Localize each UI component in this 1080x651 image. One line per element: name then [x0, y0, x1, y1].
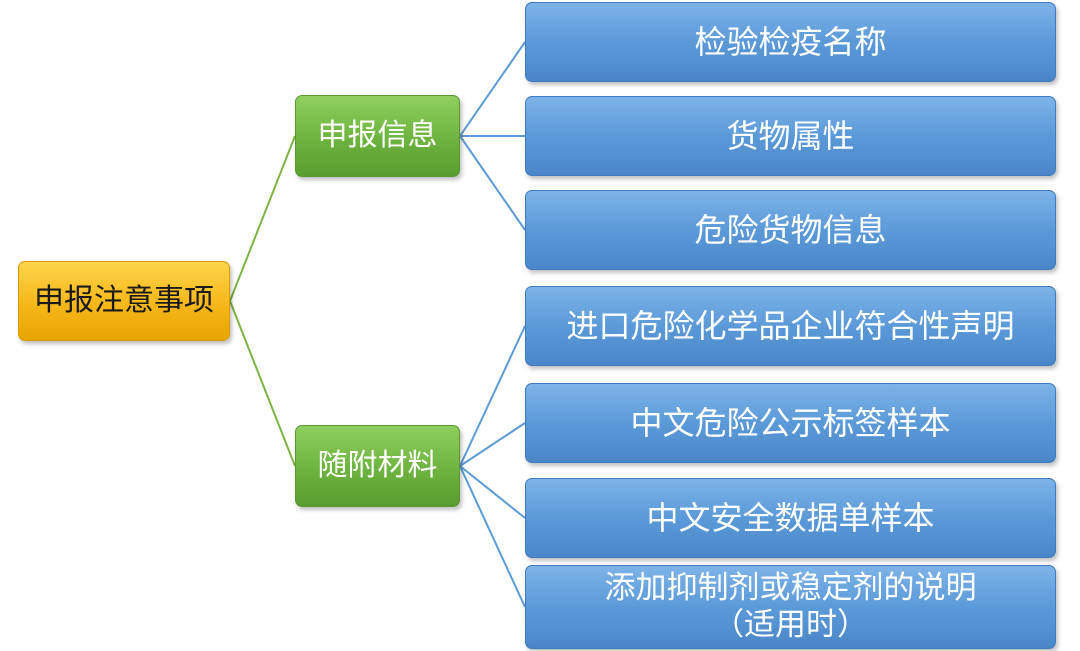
- leaf-node-label: 危险货物信息: [694, 210, 887, 249]
- leaf-node-label: 中文危险公示标签样本: [630, 403, 951, 442]
- branch-node-label: 申报信息: [317, 117, 438, 153]
- leaf-node-hazard-label-sample: 中文危险公示标签样本: [525, 383, 1056, 463]
- connector-root-branch2: [229, 300, 296, 467]
- leaf-node-inhibitor-stabilizer-note: 添加抑制剂或稳定剂的说明 （适用时）: [525, 565, 1056, 649]
- connector-branch2-leaf7: [459, 465, 526, 608]
- connector-branch1-leaf1: [459, 41, 526, 137]
- connector-root-branch1: [229, 135, 296, 302]
- connector-branch1-leaf3: [459, 135, 526, 231]
- leaf-node-sublabel: （适用时）: [713, 607, 868, 643]
- root-node-label: 申报注意事项: [34, 282, 214, 318]
- leaf-node-label: 进口危险化学品企业符合性声明: [566, 306, 1015, 345]
- branch-node-attached-materials: 随附材料: [295, 425, 460, 507]
- leaf-node-conformity-statement: 进口危险化学品企业符合性声明: [525, 286, 1056, 366]
- root-node: 申报注意事项: [18, 261, 230, 341]
- connector-branch2-leaf4: [459, 325, 526, 467]
- branch-node-label: 随附材料: [317, 447, 438, 483]
- leaf-node-label: 添加抑制剂或稳定剂的说明: [604, 569, 977, 606]
- leaf-node-label: 货物属性: [726, 116, 855, 155]
- branch-node-declaration-info: 申报信息: [295, 95, 460, 177]
- connector-branch2-leaf6: [459, 465, 526, 519]
- leaf-node-dangerous-goods-info: 危险货物信息: [525, 190, 1056, 270]
- leaf-node-inspection-name: 检验检疫名称: [525, 2, 1056, 82]
- leaf-node-safety-data-sheet-sample: 中文安全数据单样本: [525, 478, 1056, 558]
- leaf-node-label: 中文安全数据单样本: [646, 498, 935, 537]
- leaf-node-label: 检验检疫名称: [694, 22, 887, 61]
- connector-branch2-leaf5: [459, 422, 526, 467]
- leaf-node-cargo-attributes: 货物属性: [525, 96, 1056, 176]
